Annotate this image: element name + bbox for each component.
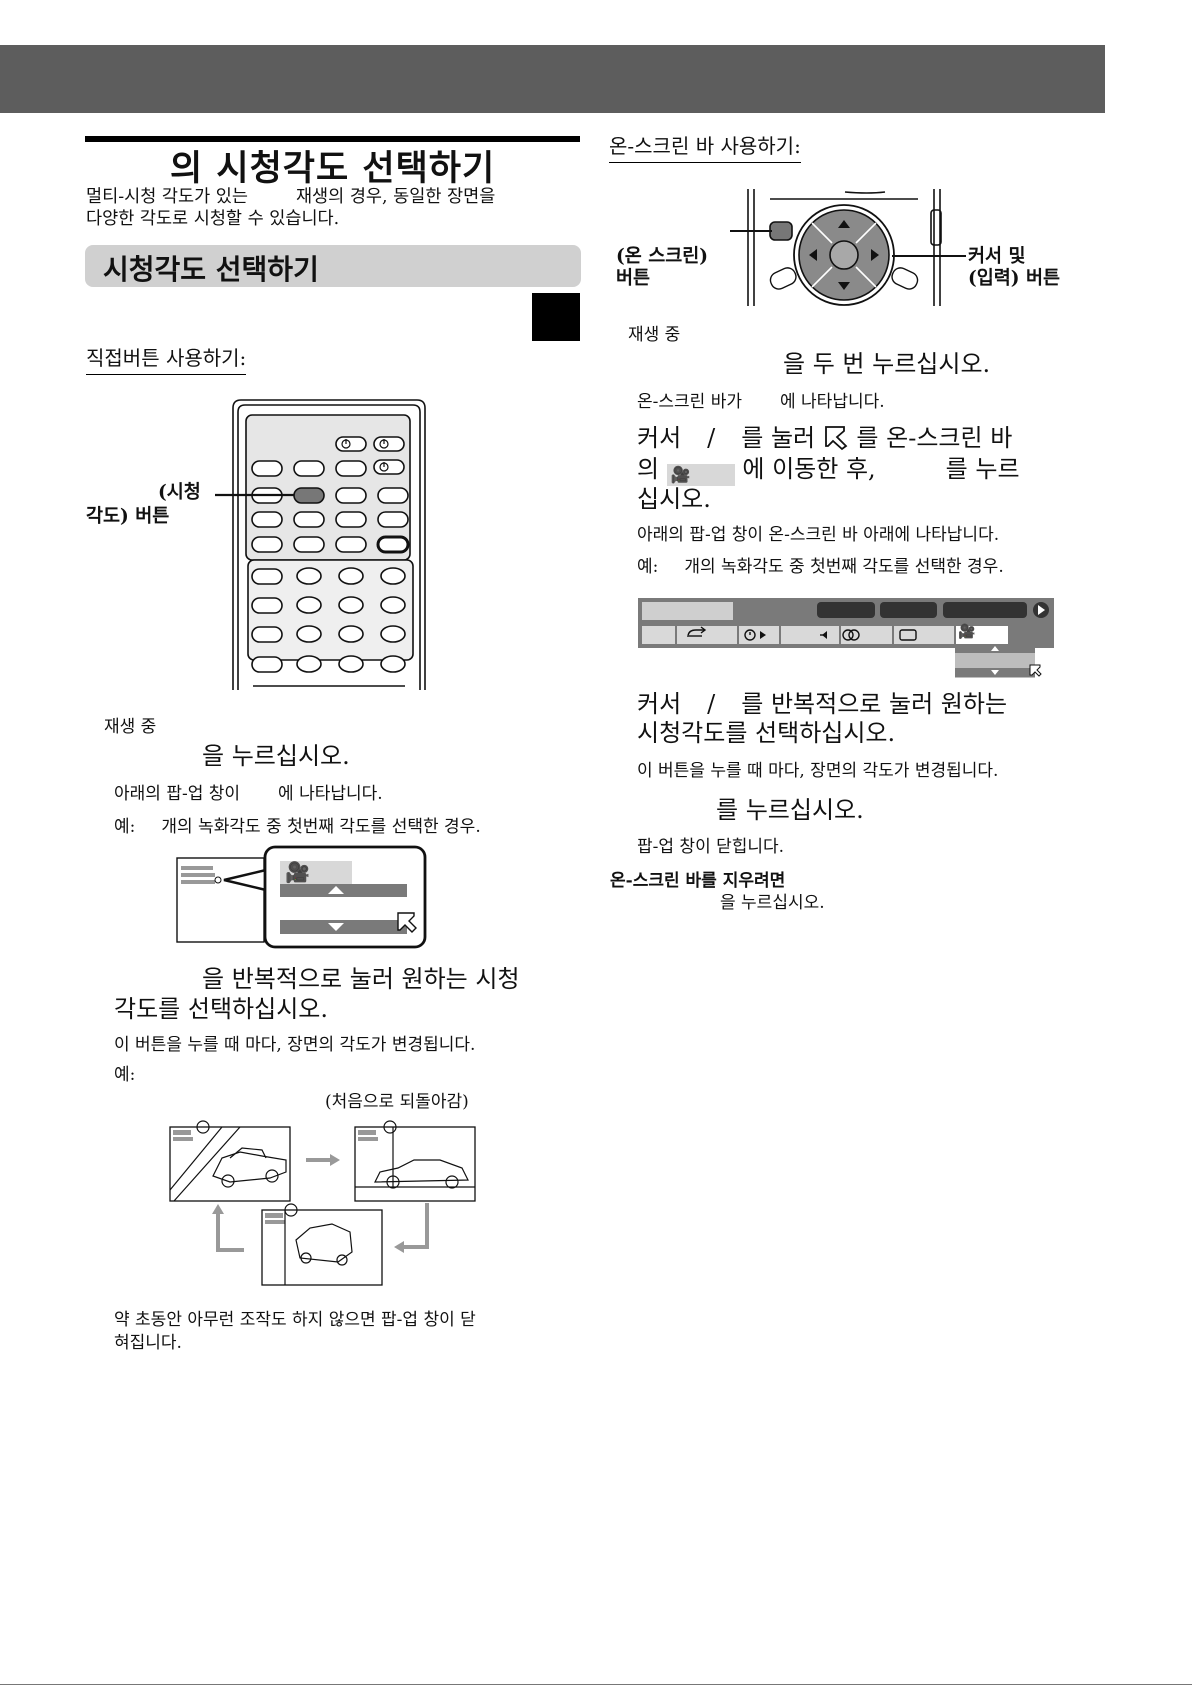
onscreen-button-callout-line2: 버튼 (616, 268, 651, 289)
timeout-note-line1: 약 초동안 아무런 조작도 하지 않으면 팝-업 창이 닫 (114, 1310, 476, 1330)
angle-button-callout-line1: (시청 (158, 482, 201, 503)
right-step1-note: 온-스크린 바가 에 나타납니다. (637, 387, 885, 412)
arrow-pointer-icon (823, 425, 849, 451)
right-example: 예: 개의 녹화각도 중 첫번째 각도를 선택한 경우. (637, 552, 1004, 577)
left-step2-note: 이 버튼을 누를 때 마다, 장면의 각도가 변경됩니다. (114, 1035, 476, 1055)
left-example: 예: 개의 녹화각도 중 첫번째 각도를 선택한 경우. (114, 812, 481, 837)
left-step2-example: 예: (114, 1065, 136, 1085)
right-step1: 을 두 번 누르십시오. (783, 350, 991, 378)
left-step1-note-a: 아래의 팝-업 창이 (114, 784, 241, 804)
right-step3-line1: 커서 / 를 반복적으로 눌러 원하는 (637, 690, 1007, 719)
right-step2-c: 를 눌러 (741, 424, 816, 452)
left-during-playback: 재생 중 (104, 717, 157, 737)
page-title: 의 시청각도 선택하기 (170, 148, 496, 189)
right-step4-note: 팝-업 창이 닫힙니다. (637, 837, 785, 857)
right-step2-line2: 의 🎥 에 이동한 후, 를 누르 (637, 455, 1020, 486)
timeout-note-line2: 혀집니다. (114, 1333, 182, 1353)
left-step1-note-b: 에 나타납니다. (278, 784, 383, 804)
onscreen-bar-subheading: 온-스크린 바 사용하기: (609, 130, 801, 163)
right-step2-e: 의 (637, 455, 660, 483)
right-step2-d: 를 온-스크린 바 (856, 424, 1013, 452)
right-step2-g: 를 누르 (945, 455, 1020, 483)
intro-part-1: 멀티-시청 각도가 있는 (86, 187, 248, 207)
right-during-playback: 재생 중 (628, 325, 681, 345)
right-step3-note: 이 버튼을 누를 때 마다, 장면의 각도가 변경됩니다. (637, 761, 999, 781)
left-step1-note: 아래의 팝-업 창이 에 나타납니다. (114, 779, 383, 804)
left-example-text: 개의 녹화각도 중 첫번째 각도를 선택한 경우. (161, 817, 481, 837)
intro-part-3: 다양한 각도로 시청할 수 있습니다. (86, 209, 340, 229)
angle-button-callout-line2: 각도) 버튼 (86, 506, 170, 527)
clear-bar-heading: 온-스크린 바를 지우려면 (610, 871, 786, 891)
right-step3-c: 를 반복적으로 눌러 원하는 (741, 690, 1008, 718)
right-example-text: 개의 녹화각도 중 첫번째 각도를 선택한 경우. (684, 557, 1004, 577)
right-step3-b: / (707, 690, 716, 718)
title-rule (85, 136, 580, 142)
intro-text: 멀티-시청 각도가 있는 재생의 경우, 동일한 장면을 다양한 각도로 시청할 … (86, 186, 586, 230)
right-step1-note-a: 온-스크린 바가 (637, 392, 742, 412)
direct-buttons-subheading: 직접버튼 사용하기: (86, 342, 247, 375)
left-step2-line1: 을 반복적으로 눌러 원하는 시청 (202, 965, 520, 993)
right-step2-b: / (707, 424, 716, 452)
onscreen-button-callout-line1: (온 스크린) (616, 246, 709, 267)
right-step2-note: 아래의 팝-업 창이 온-스크린 바 아래에 나타납니다. (637, 525, 1000, 545)
right-step2-line3: 십시오. (637, 485, 711, 513)
section-heading: 시청각도 선택하기 (103, 253, 319, 286)
left-step1: 을 누르십시오. (202, 742, 350, 770)
right-step4: 를 누르십시오. (716, 796, 864, 824)
right-step2-a: 커서 (637, 424, 682, 452)
right-step3-line2: 시청각도를 선택하십시오. (637, 719, 896, 747)
cursor-button-callout-line1: 커서 및 (968, 246, 1026, 267)
left-step2-line2: 각도를 선택하십시오. (114, 995, 328, 1023)
header-bar (0, 45, 1105, 113)
cycle-back-label: (처음으로 되돌아감) (325, 1092, 469, 1112)
camera-angle-icon: 🎥 (666, 464, 735, 486)
right-step1-note-b: 에 나타납니다. (780, 392, 885, 412)
right-example-prefix: 예: (637, 557, 659, 577)
section-tab-marker (532, 293, 580, 341)
cursor-button-callout-line2: (입력) 버튼 (968, 268, 1061, 289)
clear-bar-text: 을 누르십시오. (720, 893, 825, 913)
right-step2-line1: 커서 / 를 눌러 를 온-스크린 바 (637, 424, 1012, 453)
section-heading-box (85, 245, 581, 287)
intro-part-2: 재생의 경우, 동일한 장면을 (295, 187, 496, 207)
left-example-prefix: 예: (114, 817, 136, 837)
right-step3-a: 커서 (637, 690, 682, 718)
camera-angle-icon: 🎥 (285, 860, 310, 884)
right-step2-f: 에 이동한 후, (742, 455, 876, 483)
camera-angle-icon: 🎥 (958, 624, 976, 640)
